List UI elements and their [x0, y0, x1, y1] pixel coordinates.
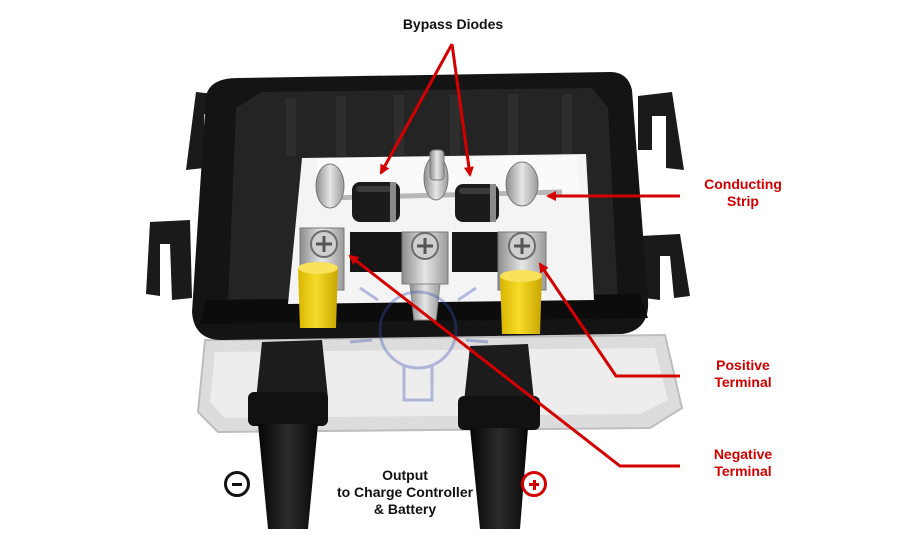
conducting-strip-line2: Strip: [727, 193, 759, 209]
ring-terminal-positive: [500, 270, 542, 334]
arrow-bypass-right: [450, 43, 474, 177]
output-line1: Output: [382, 467, 428, 483]
conducting-strip: [315, 149, 563, 209]
bypass-diodes-text: Bypass Diodes: [402, 16, 504, 32]
positive-terminal-line1: Positive: [716, 357, 770, 373]
bypass-diodes-label: Bypass Diodes: [368, 16, 538, 33]
positive-terminal-line2: Terminal: [714, 374, 772, 390]
terminal-screws: [310, 230, 536, 260]
output-label: Output to Charge Controller & Battery: [300, 467, 510, 518]
conducting-strip-label: Conducting Strip: [688, 176, 798, 210]
output-line3: & Battery: [373, 501, 437, 517]
side-clips: [146, 92, 690, 300]
ring-terminal-negative: [298, 262, 338, 328]
negative-terminal-line1: Negative: [713, 446, 773, 462]
conducting-strip-line1: Conducting: [704, 176, 782, 192]
output-line2: to Charge Controller: [336, 484, 474, 500]
bypass-diode-left: [352, 182, 400, 222]
negative-terminal-line2: Terminal: [714, 463, 772, 479]
positive-terminal-label: Positive Terminal: [688, 357, 798, 391]
cable-left: [248, 340, 328, 529]
annotation-arrows: [348, 43, 680, 468]
minus-circle-icon: [224, 471, 250, 497]
bulb-watermark: [349, 286, 489, 402]
negative-terminal-label: Negative Terminal: [688, 446, 798, 480]
arrow-negative-terminal: [348, 254, 680, 468]
arrow-positive-terminal: [538, 262, 680, 378]
bypass-diode-right: [455, 184, 499, 222]
plus-circle-icon: [521, 471, 547, 497]
arrow-bypass-left: [379, 43, 454, 175]
